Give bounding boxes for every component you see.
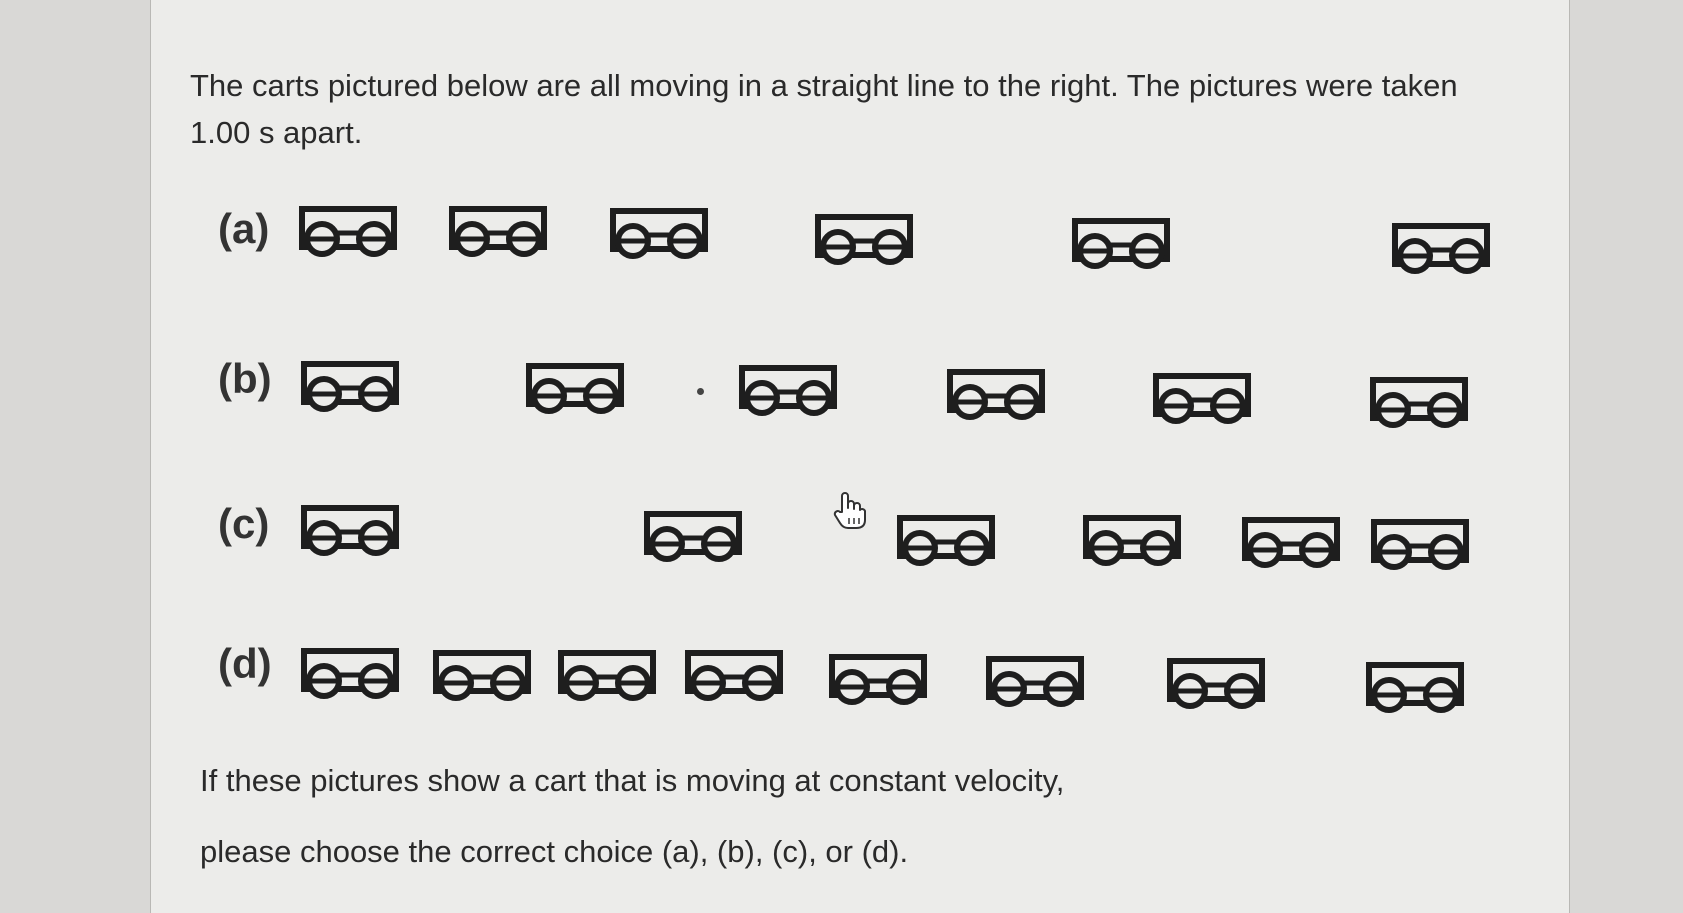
cart-icon [1241,514,1341,574]
row-label-c: (c) [218,500,270,547]
cart-icon [525,360,625,420]
worksheet-page [150,0,1570,913]
cart-icon [828,651,928,711]
cart-icon [298,203,398,263]
cart-icon [814,211,914,271]
cart-icon [1082,512,1182,572]
cart-icon [985,653,1085,713]
cart-icon [300,358,400,418]
question-line-2: please choose the correct choice (a), (b… [200,834,909,869]
cart-icon [946,366,1046,426]
stray-dot [697,388,704,395]
cart-icon [684,647,784,707]
cart-icon [1071,215,1171,275]
row-label-b: (b) [218,355,272,402]
problem-statement: The carts pictured below are all moving … [190,68,1458,150]
cart-icon [609,205,709,265]
cart-icon [1365,659,1465,719]
cart-icon [1369,374,1469,434]
row-label-a: (a) [218,205,270,252]
hand-cursor-icon [832,490,866,530]
cart-icon [300,645,400,705]
cart-icon [1391,220,1491,280]
row-label-d: (d) [218,640,272,687]
cart-icon [448,203,548,263]
cart-icon [300,502,400,562]
cart-icon [1370,516,1470,576]
cart-icon [557,647,657,707]
cart-icon [432,647,532,707]
question-line-1: If these pictures show a cart that is mo… [200,763,1065,798]
cart-icon [738,362,838,422]
cart-icon [896,512,996,572]
cart-icon [1152,370,1252,430]
cart-icon [643,508,743,568]
cart-icon [1166,655,1266,715]
